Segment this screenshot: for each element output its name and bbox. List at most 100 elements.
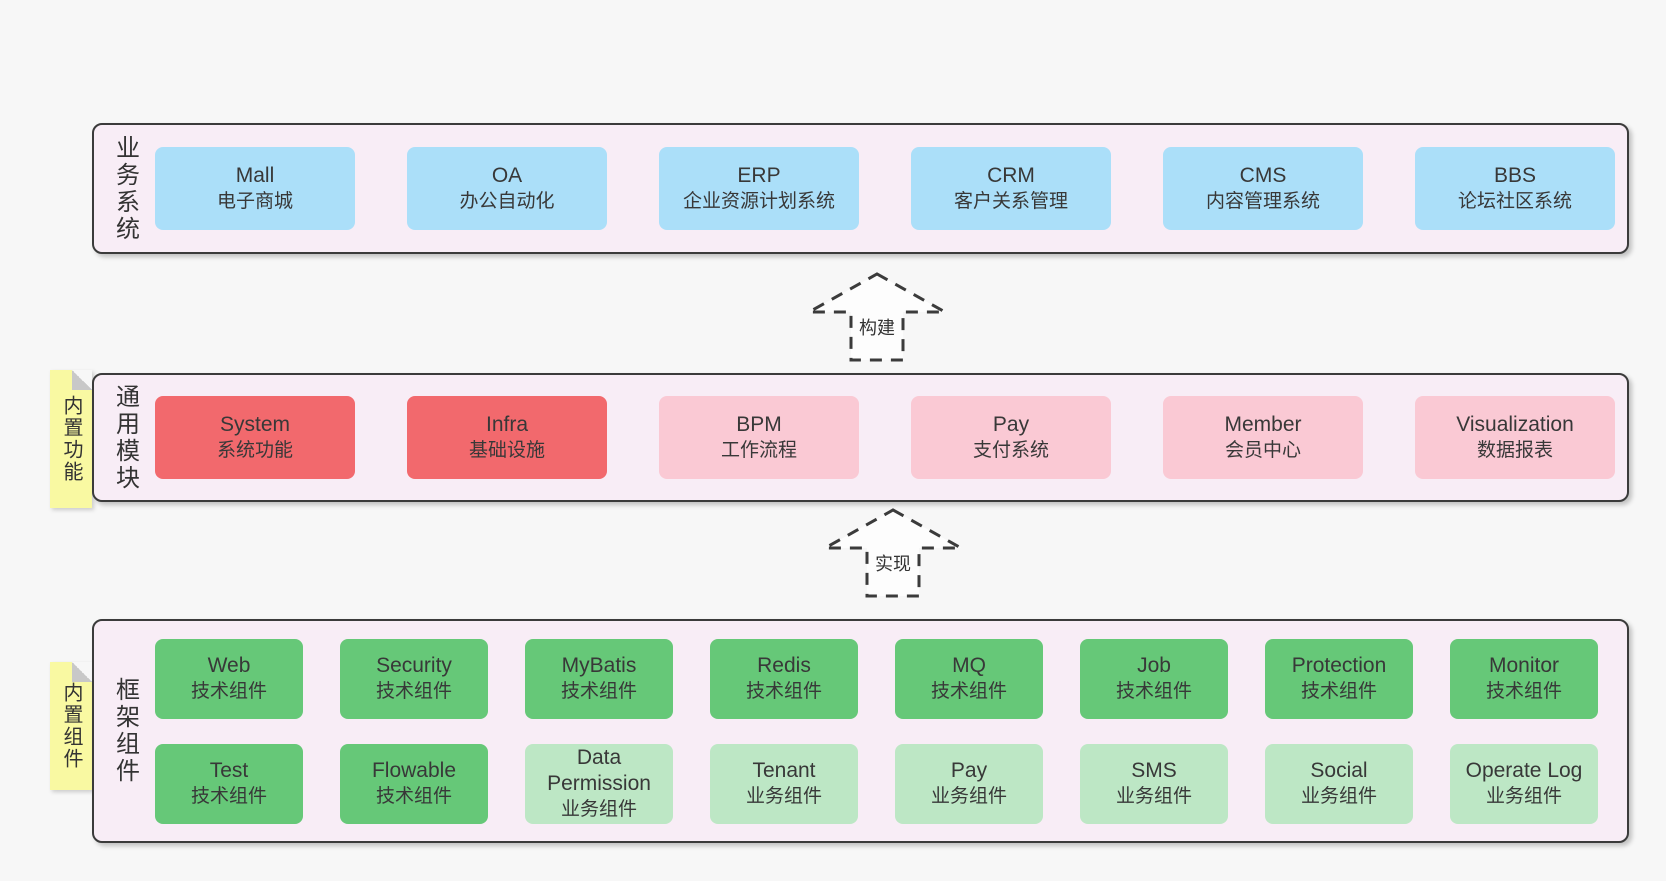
box-subtitle: 会员中心	[1224, 439, 1301, 461]
implement-arrow-label: 实现	[872, 550, 914, 576]
box-title: Monitor	[1488, 653, 1560, 677]
box-subtitle: 支付系统	[972, 439, 1049, 461]
box-title: SMS	[1131, 758, 1177, 782]
box-pay: Pay 业务组件	[895, 743, 1043, 824]
box-mq: MQ 技术组件	[895, 638, 1043, 719]
box-subtitle: 数据报表	[1476, 439, 1553, 461]
box-subtitle: 系统功能	[216, 439, 293, 461]
box-bbs: BBS 论坛社区系统	[1415, 147, 1615, 230]
common-modules-label: 通用模块	[111, 383, 139, 492]
box-title: Social	[1310, 758, 1368, 782]
box-subtitle: 技术组件	[1300, 680, 1377, 702]
box-subtitle: 客户关系管理	[953, 190, 1068, 212]
box-test: Test 技术组件	[155, 743, 303, 824]
box-tenant: Tenant 业务组件	[710, 743, 858, 824]
box-member: Member 会员中心	[1163, 396, 1363, 479]
box-title: Redis	[757, 653, 811, 677]
box-operate-log: Operate Log 业务组件	[1450, 743, 1598, 824]
box-subtitle: 技术组件	[560, 680, 637, 702]
box-system: System 系统功能	[155, 396, 355, 479]
box-subtitle: 业务组件	[1300, 785, 1377, 807]
sticky-note-built-in-components: 内置组件	[50, 662, 92, 790]
box-title: CMS	[1239, 163, 1287, 187]
box-subtitle: 业务组件	[745, 785, 822, 807]
box-title: Member	[1224, 412, 1302, 436]
box-subtitle: 业务组件	[1485, 785, 1562, 807]
box-subtitle: 电子商城	[216, 190, 293, 212]
box-pay: Pay 支付系统	[911, 396, 1111, 479]
box-subtitle: 技术组件	[190, 680, 267, 702]
box-title: Infra	[485, 412, 529, 436]
section-label-column: 框架组件	[94, 677, 155, 785]
box-subtitle: 技术组件	[745, 680, 822, 702]
box-title: System	[219, 412, 290, 436]
box-title: CRM	[987, 163, 1035, 187]
box-title: Web	[207, 653, 251, 677]
sticky-built-in-components-label: 内置组件	[60, 682, 82, 770]
box-subtitle: 论坛社区系统	[1457, 190, 1572, 212]
box-monitor: Monitor 技术组件	[1450, 638, 1598, 719]
box-data-permission: Data Permission 业务组件	[525, 743, 673, 824]
box-subtitle: 企业资源计划系统	[682, 190, 835, 212]
box-title: Visualization	[1456, 412, 1574, 436]
sticky-note-built-in-features: 内置功能	[50, 370, 92, 508]
build-arrow: 构建	[807, 272, 947, 362]
implement-arrow: 实现	[823, 508, 963, 598]
box-subtitle: 技术组件	[1115, 680, 1192, 702]
box-title: MyBatis	[561, 653, 637, 677]
box-subtitle: 工作流程	[720, 439, 797, 461]
box-title: ERP	[737, 163, 781, 187]
box-infra: Infra 基础设施	[407, 396, 607, 479]
box-subtitle: 基础设施	[468, 439, 545, 461]
box-subtitle: 技术组件	[190, 785, 267, 807]
box-crm: CRM 客户关系管理	[911, 147, 1111, 230]
box-title: Test	[209, 758, 249, 782]
box-title: Pay	[992, 412, 1030, 436]
box-subtitle: 技术组件	[375, 680, 452, 702]
box-subtitle: 业务组件	[1115, 785, 1192, 807]
box-social: Social 业务组件	[1265, 743, 1413, 824]
box-title: Tenant	[752, 758, 816, 782]
section-label-column: 通用模块	[94, 384, 155, 492]
box-title: Protection	[1291, 653, 1387, 677]
box-subtitle: 技术组件	[1485, 680, 1562, 702]
box-mall: Mall 电子商城	[155, 147, 355, 230]
box-job: Job 技术组件	[1080, 638, 1228, 719]
box-title: Job	[1137, 653, 1171, 677]
box-web: Web 技术组件	[155, 638, 303, 719]
box-subtitle: 技术组件	[930, 680, 1007, 702]
framework-components-label: 框架组件	[111, 677, 139, 785]
box-title: Operate Log	[1465, 758, 1583, 782]
box-erp: ERP 企业资源计划系统	[659, 147, 859, 230]
box-protection: Protection 技术组件	[1265, 638, 1413, 719]
box-mybatis: MyBatis 技术组件	[525, 638, 673, 719]
box-title: Mall	[235, 163, 275, 187]
box-sms: SMS 业务组件	[1080, 743, 1228, 824]
box-subtitle: 技术组件	[375, 785, 452, 807]
box-visualization: Visualization 数据报表	[1415, 396, 1615, 479]
business-systems-label: 业务系统	[111, 134, 139, 243]
section-label-column: 业务系统	[94, 135, 155, 243]
box-flowable: Flowable 技术组件	[340, 743, 488, 824]
box-title: Pay	[950, 758, 988, 782]
box-subtitle: 业务组件	[930, 785, 1007, 807]
box-title: Flowable	[371, 758, 457, 782]
box-title: Data Permission	[547, 745, 651, 795]
box-subtitle: 业务组件	[560, 798, 637, 820]
box-title: BBS	[1493, 163, 1537, 187]
box-title: MQ	[952, 653, 986, 677]
box-subtitle: 办公自动化	[459, 190, 555, 212]
build-arrow-label: 构建	[856, 314, 898, 340]
